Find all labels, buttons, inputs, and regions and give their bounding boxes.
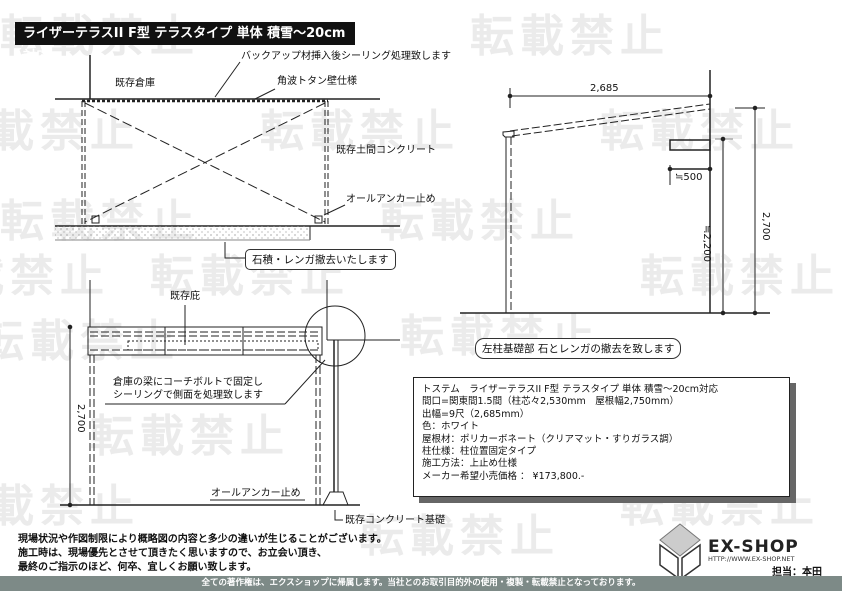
fix-note-line1: 倉庫の梁にコーチボルトで固定し — [113, 377, 263, 388]
brand-url: HTTP://WWW.EX-SHOP.NET — [708, 555, 795, 563]
disclaimer-notes: 現場状況や作図制限により概略図の内容と多少の違いが生じることがございます。 施工… — [18, 533, 387, 575]
existing-warehouse-label: 既存倉庫 — [115, 78, 155, 89]
spec-box: トステム ライザーテラスII F型 テラスタイプ 単体 積雪～20cm対応 間口… — [413, 377, 790, 497]
foundation-note: 左柱基礎部 石とレンガの撤去を致します — [475, 338, 682, 359]
spec-line: 屋根材：ポリカーボネート（クリアマット・すりガラス調） — [422, 433, 679, 445]
spec-line: メーカー希望小売価格 ： ¥173,800.- — [422, 470, 585, 482]
corrugated-wall-label: 角波トタン壁仕様 — [277, 76, 357, 87]
anchor-label-front: オールアンカー止め — [211, 488, 301, 499]
front-height-dimension: 2,700 — [75, 404, 86, 433]
existing-foundation-label: 既存コンクリート基礎 — [345, 515, 445, 526]
depth-dimension: 2,685 — [590, 83, 619, 94]
spec-line: 施工方法：上止め仕様 — [422, 458, 518, 470]
drawing-title: ライザーテラスII F型 テラスタイプ 単体 積雪～20cm対応 — [15, 22, 355, 64]
copyright-footer: 全ての著作権は、エクスショップに帰属します。当社とのお取引目的外の使用・複製・転… — [0, 576, 842, 591]
existing-eave-label: 既存庇 — [170, 291, 200, 302]
note-line: 施工時は、現場優先とさせて頂きたく思いますので、お立会い頂き、 — [18, 548, 327, 559]
spec-line: 出幅=9尺（2,685mm） — [422, 408, 530, 420]
existing-slab-label: 既存土間コンクリート — [336, 145, 436, 156]
spec-line: 色：ホワイト — [422, 421, 480, 433]
removal-note: 石積・レンガ撤去いたします — [245, 249, 396, 270]
spec-line: 柱仕様：柱位置固定タイプ — [422, 446, 537, 458]
note-line: 現場状況や作図制限により概略図の内容と多少の違いが生じることがございます。 — [18, 534, 387, 545]
beam-height-dimension: ≒2,200 — [701, 225, 712, 263]
note-line: 最終のご指示のほど、何卒、宜しくお願い致します。 — [18, 562, 257, 573]
anchor-label-plan: オールアンカー止め — [346, 194, 436, 205]
person-in-charge: 担当：本田 — [772, 567, 822, 578]
bracket-dimension: ≒500 — [675, 172, 703, 183]
sealing-leader-label: バックアップ材挿入後シーリング処理致します — [241, 51, 451, 62]
brand-logo-text: EX-SHOP — [708, 537, 799, 557]
spec-line: トステム ライザーテラスII F型 テラスタイプ 単体 積雪～20cm対応 — [422, 384, 719, 395]
spec-line: 間口=関東間1.5間（柱芯々2,530mm 屋根幅2,750mm） — [422, 396, 679, 408]
fix-note-line2: シーリングで側面を処理致します — [113, 390, 263, 401]
total-height-dimension: 2,700 — [760, 212, 771, 241]
